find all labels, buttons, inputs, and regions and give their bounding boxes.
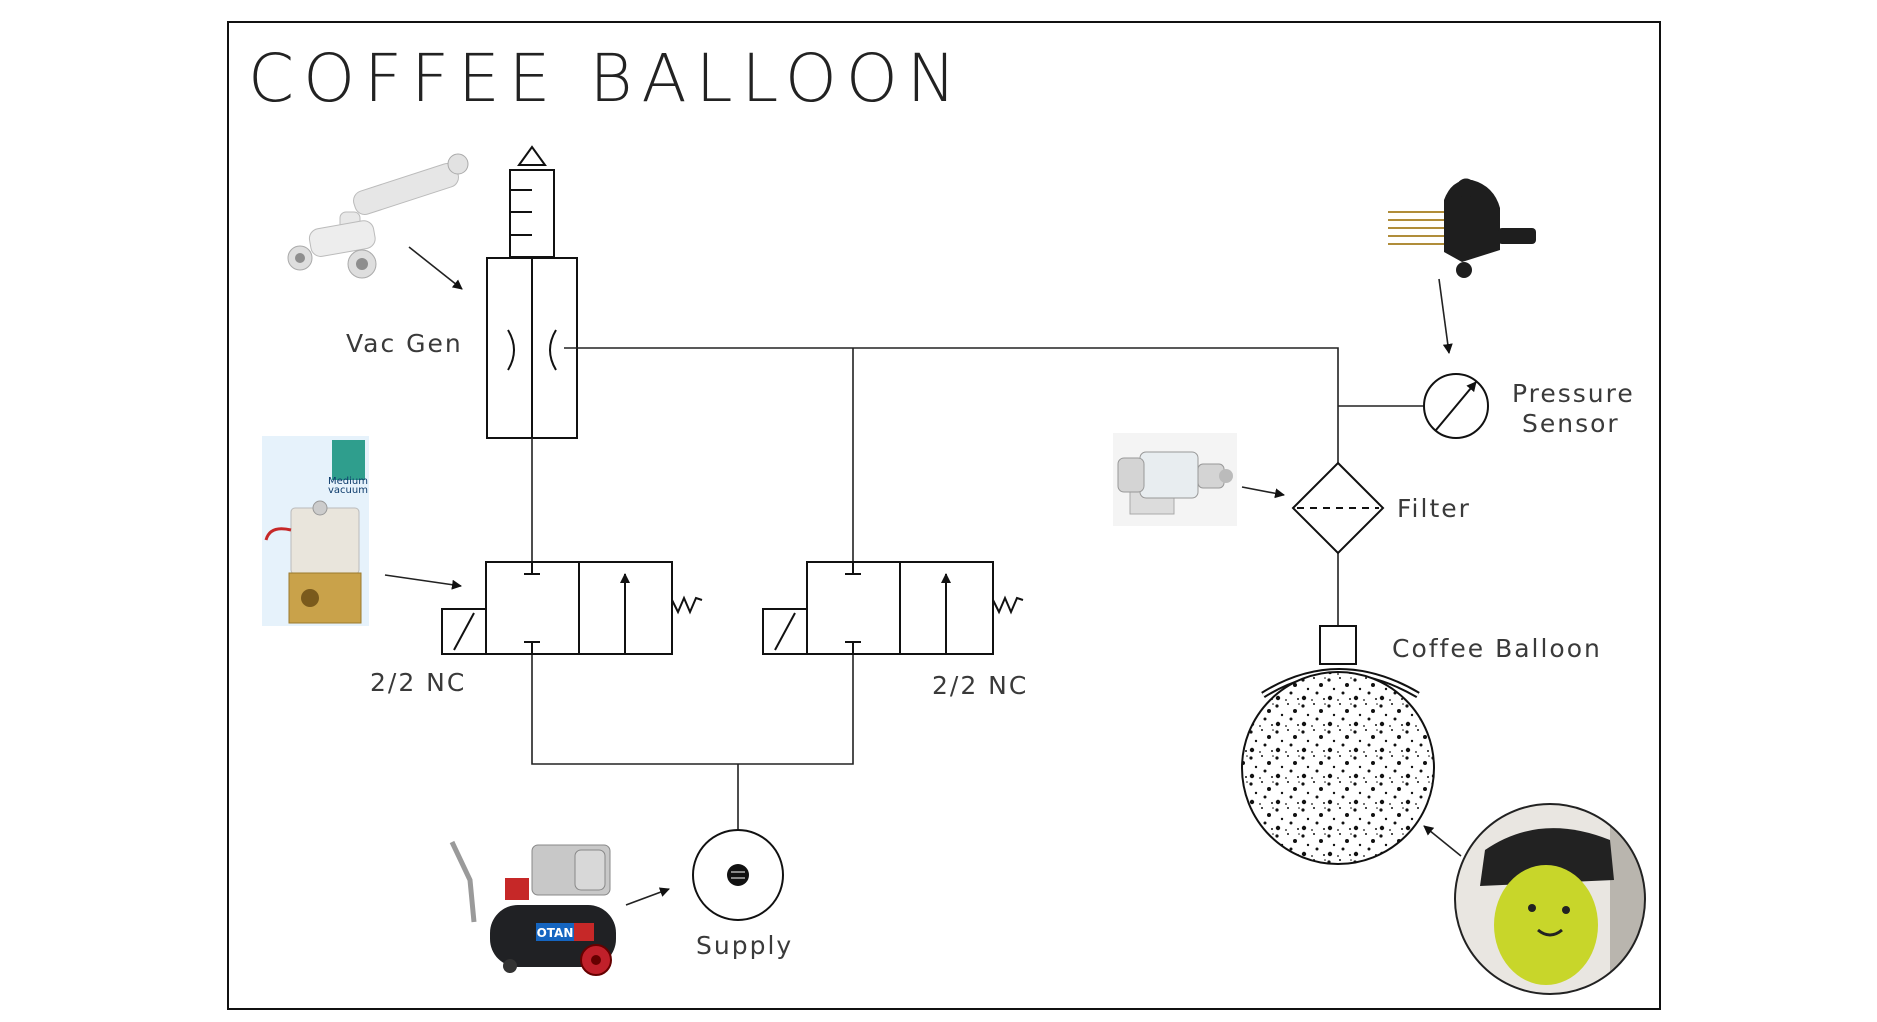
pressure-sensor-label-line2: Sensor <box>1522 409 1620 438</box>
coffee-balloon-symbol <box>1241 625 1435 865</box>
vac-gen-label: Vac Gen <box>346 329 463 358</box>
compressor-brand: OTAN <box>537 926 574 940</box>
valve-pointer-arrow <box>384 574 462 590</box>
solenoid-valve-photo: Medium vacuum <box>262 436 369 626</box>
coffee-balloon-label: Coffee Balloon <box>1392 634 1602 663</box>
diagram-title: COFFEE BALLOON <box>248 40 965 117</box>
left-valve-label: 2/2 NC <box>370 668 466 697</box>
pressure-sensor-photo <box>1388 178 1536 278</box>
filter-pointer-arrow <box>1241 486 1285 499</box>
vacuum-generator-photo <box>287 153 469 279</box>
supply-symbol <box>692 829 784 921</box>
sensor-pointer-arrow <box>1438 278 1453 354</box>
air-compressor-photo: OTAN <box>449 840 616 976</box>
pressure-sensor-label-line1: Pressure <box>1512 379 1635 408</box>
vac-gen-pointer-arrow <box>408 246 463 290</box>
vacuum-generator-symbol <box>486 145 578 439</box>
pneumatic-lines <box>531 347 1425 830</box>
supply-label: Supply <box>696 931 793 960</box>
coffee-balloon-photo <box>1454 803 1646 995</box>
diagram-border <box>227 21 1661 1010</box>
valve-badge-line2: vacuum <box>328 485 368 496</box>
right-solenoid-valve-symbol <box>762 561 1024 655</box>
compressor-pointer-arrow <box>625 887 670 906</box>
valve-badge-line1: Medium <box>328 476 368 487</box>
pressure-sensor-symbol <box>1423 373 1489 439</box>
balloon-pointer-arrow <box>1423 825 1462 857</box>
right-valve-label: 2/2 NC <box>932 671 1028 700</box>
left-solenoid-valve-symbol <box>441 561 703 655</box>
filter-label: Filter <box>1397 494 1471 523</box>
filter-symbol <box>1291 461 1385 555</box>
filter-photo <box>1113 433 1237 526</box>
